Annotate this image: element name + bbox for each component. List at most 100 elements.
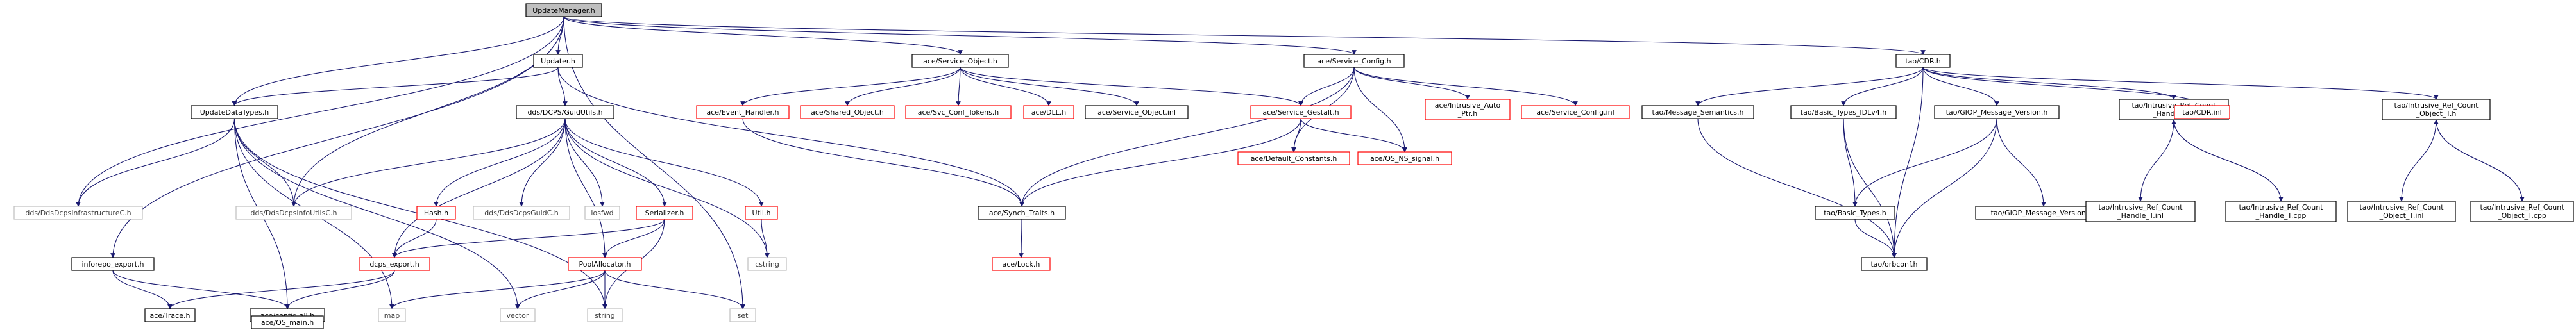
node-label: UpdateManager.h [532, 6, 595, 15]
node-box [1861, 257, 1928, 271]
node-irc_object_t_cpp[interactable]: tao/Intrusive_Ref_Count_Object_T.cpp [2470, 201, 2574, 222]
node-label: set [738, 311, 749, 320]
node-label: tao/Intrusive_Ref_Count [2098, 203, 2183, 211]
node-hash[interactable]: Hash.h [416, 206, 456, 220]
node-irc_object_t_inl[interactable]: tao/Intrusive_Ref_Count_Object_T.inl [2347, 201, 2456, 222]
node-label: dds/DdsDcpsInfrastructureC.h [25, 209, 131, 217]
node-inforepo_export[interactable]: inforepo_export.h [71, 257, 155, 271]
node-message_semantics[interactable]: tao/Message_Semantics.h [1641, 105, 1754, 119]
edge-service_object-to-dll [960, 67, 1051, 106]
node-service_gestalt[interactable]: ace/Service_Gestalt.h [1250, 105, 1352, 119]
node-box [800, 105, 895, 119]
node-event_handler[interactable]: ace/Event_Handler.h [696, 105, 790, 119]
edge-root-to-cdr [563, 16, 1926, 55]
node-os_ns_signal[interactable]: ace/OS_NS_signal.h [1357, 151, 1452, 165]
node-giop_message_version_inl[interactable]: tao/GIOP_Message_Version.inl [1975, 206, 2112, 220]
node-box [1895, 54, 1951, 68]
node-label: dds/DCPS/GuidUtils.h [527, 108, 602, 117]
node-label: ace/Service_Object.h [923, 57, 997, 65]
edge-serializer-to-dcps_export [392, 219, 665, 258]
edge-cdr-to-irc_object_t_h [1922, 67, 2439, 100]
node-dll[interactable]: ace/DLL.h [1023, 105, 1074, 119]
node-cdr_inl[interactable]: tao/CDR.inl [2174, 105, 2230, 119]
node-label: tao/orbconf.h [1870, 260, 1917, 268]
node-default_constants[interactable]: ace/Default_Constants.h [1237, 151, 1350, 165]
edge-root-to-update_data_types [232, 16, 564, 106]
node-irc_handle_t_cpp[interactable]: tao/Intrusive_Ref_Count_Handle_T.cpp [2225, 201, 2337, 222]
node-label: _Ptr.h [1457, 110, 1477, 118]
edge-inforepo_export-to-ace_trace [112, 270, 173, 309]
node-dcps_export[interactable]: dcps_export.h [359, 257, 430, 271]
node-giop_message_version[interactable]: tao/GIOP_Message_Version.h [1934, 105, 2060, 119]
node-basic_types_idlv4[interactable]: tao/Basic_Types_IDLv4.h [1790, 105, 1897, 119]
edge-guid_utils-to-dcps_guidc [519, 118, 566, 207]
node-svc_conf_tokens[interactable]: ace/Svc_Conf_Tokens.h [905, 105, 1012, 119]
node-label: tao/CDR.h [1905, 57, 1940, 65]
edge-pool_allocator-to-map [389, 270, 606, 309]
node-label: map [384, 311, 400, 320]
edge-service_config-to-os_ns_signal [1353, 67, 1407, 153]
node-label: tao/Basic_Types_IDLv4.h [1801, 108, 1886, 117]
node-guid_utils[interactable]: dds/DCPS/GuidUtils.h [516, 105, 614, 119]
edge-service_object-to-shared_object [845, 67, 961, 106]
node-map: map [378, 308, 406, 322]
node-box [1790, 105, 1897, 119]
node-service_config[interactable]: ace/Service_Config.h [1303, 54, 1405, 68]
edge-irc_handle_t_cpp-to-irc_handle_t_h [2171, 119, 2282, 202]
node-box [500, 308, 536, 322]
edge-guid_utils-to-cstring [564, 118, 770, 258]
node-box [525, 3, 602, 17]
node-update_data_types[interactable]: UpdateDataTypes.h [191, 105, 278, 119]
node-label: Util.h [752, 209, 771, 217]
node-box [636, 206, 693, 220]
node-root[interactable]: UpdateManager.h [525, 3, 602, 17]
node-box [144, 308, 196, 322]
node-util[interactable]: Util.h [745, 206, 778, 220]
node-label: PoolAllocator.h [579, 260, 631, 268]
node-label: ace/Service_Object.inl [1097, 108, 1176, 117]
node-service_object_inl[interactable]: ace/Service_Object.inl [1085, 105, 1189, 119]
node-shared_object[interactable]: ace/Shared_Object.h [800, 105, 895, 119]
node-label: tao/Intrusive_Ref_Count [2394, 101, 2479, 110]
node-label: tao/Intrusive_Ref_Count [2359, 203, 2444, 211]
node-ace_trace[interactable]: ace/Trace.h [144, 308, 196, 322]
node-irc_handle_t_inl[interactable]: tao/Intrusive_Ref_Count_Handle_T.inl [2085, 201, 2196, 222]
node-irc_object_t_h[interactable]: tao/Intrusive_Ref_Count_Object_T.h [2382, 99, 2491, 120]
edge-basic_types-to-orbconf [1854, 219, 1897, 258]
node-updater[interactable]: Updater.h [533, 54, 583, 68]
node-box [1641, 105, 1754, 119]
node-label: dds/DdsDcpsInfoUtilsC.h [251, 209, 337, 217]
node-label: ace/Service_Gestalt.h [1262, 108, 1339, 117]
node-service_object[interactable]: ace/Service_Object.h [911, 54, 1009, 68]
node-box [359, 257, 430, 271]
node-label: tao/Intrusive_Ref_Count [2480, 203, 2564, 211]
node-label: _Object_T.cpp [2497, 211, 2546, 220]
node-synch_traits[interactable]: ace/Synch_Traits.h [978, 206, 1066, 220]
edge-guid_utils-to-dcps_export [392, 118, 566, 258]
edge-root-to-set [563, 16, 745, 309]
node-set: set [729, 308, 756, 322]
node-box [729, 308, 756, 322]
node-label: tao/GIOP_Message_Version.inl [1991, 209, 2097, 217]
edge-updater-to-guid_utils [557, 67, 568, 106]
node-ace_os_main[interactable]: ace/OS_main.h [251, 315, 324, 329]
node-label: tao/GIOP_Message_Version.h [1946, 108, 2048, 117]
node-label: Serializer.h [645, 209, 684, 217]
node-serializer[interactable]: Serializer.h [636, 206, 693, 220]
node-box [2085, 201, 2196, 222]
node-lock[interactable]: ace/Lock.h [992, 257, 1051, 271]
node-vector: vector [500, 308, 536, 322]
node-box [1023, 105, 1074, 119]
node-label: ace/OS_NS_signal.h [1370, 154, 1439, 163]
node-orbconf[interactable]: tao/orbconf.h [1861, 257, 1928, 271]
node-basic_types[interactable]: tao/Basic_Types.h [1815, 206, 1895, 220]
edge-service_config-to-service_gestalt [1298, 67, 1355, 106]
node-pool_allocator[interactable]: PoolAllocator.h [568, 257, 642, 271]
edge-root-to-service_object [563, 16, 963, 55]
node-box [2347, 201, 2456, 222]
node-service_config_inl[interactable]: ace/Service_Config.inl [1521, 105, 1630, 119]
node-dcps_infra: dds/DdsDcpsInfrastructureC.h [13, 206, 143, 220]
node-cdr[interactable]: tao/CDR.h [1895, 54, 1951, 68]
node-intrusive_auto_ptr[interactable]: ace/Intrusive_Auto_Ptr.h [1425, 99, 1511, 120]
